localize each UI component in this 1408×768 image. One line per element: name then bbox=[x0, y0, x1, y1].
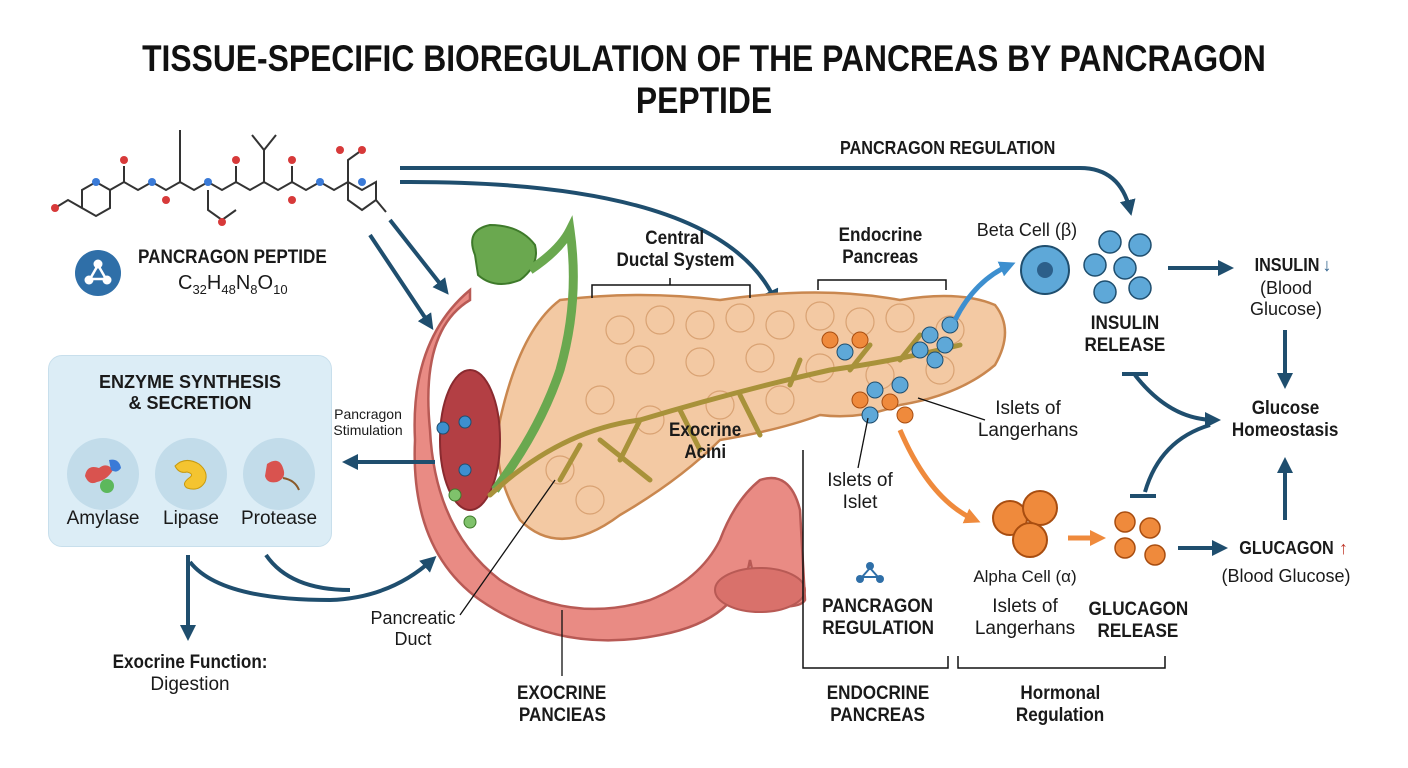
duodenum-opening bbox=[439, 369, 501, 511]
lipase-icon bbox=[155, 438, 227, 510]
gallbladder bbox=[471, 223, 537, 285]
label-glucagon: GLUCAGON↑ bbox=[1239, 538, 1348, 558]
intestine-end bbox=[714, 567, 806, 613]
label-pancragon-regulation-top: PANCRAGON REGULATION bbox=[840, 138, 1056, 158]
arrow-islet-to-alpha bbox=[897, 429, 981, 524]
beta-cells-cluster bbox=[1083, 230, 1152, 304]
peptide-atoms bbox=[51, 146, 366, 226]
peptide-name: PANCRAGON PEPTIDE bbox=[138, 247, 327, 268]
arrow-islet-to-beta bbox=[952, 261, 1016, 322]
arrow-peptide-to-beta bbox=[400, 166, 1136, 216]
alpha-cells-cluster-large bbox=[992, 490, 1058, 558]
enzyme-panel: ENZYME SYNTHESIS& SECRETION Amylase Lipa… bbox=[48, 355, 332, 547]
label-alpha-cell: Alpha Cell (α) bbox=[973, 567, 1077, 586]
arrow-peptide-to-pancreas-2 bbox=[368, 233, 434, 330]
enzyme-heading: ENZYME SYNTHESIS& SECRETION bbox=[98, 372, 282, 413]
label-insulin: INSULIN↓ bbox=[1254, 255, 1332, 275]
arrow-panel-to-duodenum bbox=[188, 555, 437, 603]
islet-cluster-lower bbox=[851, 376, 914, 424]
peptide-formula: C32H48N8O10 bbox=[178, 272, 288, 297]
protease-icon bbox=[243, 438, 315, 510]
enzyme-amylase: Amylase bbox=[66, 508, 140, 529]
bile-duct bbox=[491, 215, 578, 493]
arrow-peptide-to-duct bbox=[399, 179, 779, 306]
molecule-icon bbox=[75, 250, 121, 296]
label-exocrine-function: Exocrine Function:Digestion bbox=[112, 652, 268, 695]
pancragon-molecule-icon bbox=[856, 562, 884, 583]
islet-cluster-upper bbox=[821, 316, 959, 369]
label-beta-cell: Beta Cell (β) bbox=[976, 220, 1078, 240]
amylase-icon bbox=[67, 438, 139, 510]
arrow-peptide-to-pancreas-1 bbox=[388, 218, 449, 295]
enzyme-protease: Protease bbox=[240, 508, 318, 529]
alpha-cells-cluster-small bbox=[1114, 511, 1166, 566]
inhibit-glucagon-curve bbox=[1143, 423, 1211, 493]
ductal-tree bbox=[487, 332, 963, 498]
page-title: TISSUE-SPECIFIC BIOREGULATION OF THE PAN… bbox=[142, 38, 1266, 121]
peptide-structure bbox=[54, 130, 387, 222]
label-glucagon-sub: (Blood Glucose) bbox=[1221, 566, 1351, 586]
inhibit-insulin-curve bbox=[1133, 373, 1221, 428]
enzyme-lipase: Lipase bbox=[163, 508, 219, 529]
